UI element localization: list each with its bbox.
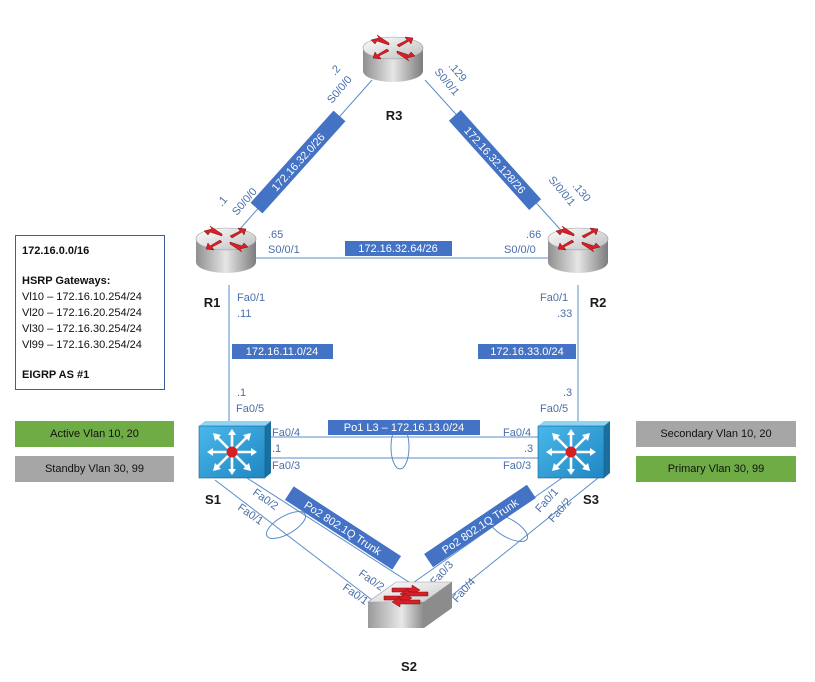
gateway-vl20: Vl20 – 172.16.20.254/24	[22, 307, 142, 319]
net-r3-r2: 172.16.32.128/26	[461, 125, 527, 197]
net-s3-s2: Po2 802.1Q Trunk	[440, 497, 521, 557]
r3-name: R3	[386, 108, 403, 123]
s2-name: S2	[401, 659, 417, 674]
r2-s001-label: S/0/0/1	[546, 174, 578, 208]
router-arrows-icon	[555, 225, 601, 253]
s1-fa01-label: Fa0/1	[235, 502, 265, 528]
s1-fa03-label: Fa0/3	[272, 460, 300, 472]
gateway-vl99: Vl99 – 172.16.30.254/24	[22, 339, 142, 351]
r1-fa01-ip: .11	[237, 308, 251, 320]
s1-fa05-label: Fa0/5	[236, 403, 264, 415]
r2-s000-ip: .66	[526, 229, 541, 241]
s1-fa05-ip: .1	[237, 387, 246, 399]
r1-s001-label: S0/0/1	[268, 244, 300, 256]
r2-fa01-label: Fa0/1	[540, 292, 568, 304]
l2-switch-arrows-icon	[383, 584, 429, 608]
link-s1-s2-fa02	[246, 477, 416, 587]
s1-active-badge: Active Vlan 10, 20	[15, 421, 174, 447]
s1-name: S1	[205, 492, 221, 507]
router-r2[interactable]	[547, 225, 609, 273]
po2-s1-bundle-ring	[265, 511, 307, 539]
s3-secondary-badge: Secondary Vlan 10, 20	[636, 421, 796, 447]
router-arrows-icon	[203, 225, 249, 253]
s3-po1-ip: .3	[524, 443, 533, 455]
s3-name: S3	[583, 492, 599, 507]
s2-fa02-label: Fa0/2	[356, 568, 386, 594]
s2-fa04-label: Fa0/4	[450, 576, 478, 605]
s1-fa02-label: Fa0/2	[250, 487, 280, 513]
switch-s3[interactable]	[537, 421, 610, 479]
s1-fa04-label: Fa0/4	[272, 427, 300, 439]
net-r3-r1: 172.16.32.0/26	[270, 131, 328, 194]
r2-s000-label: S0/0/0	[504, 244, 536, 256]
s1-po1-ip: .1	[272, 443, 281, 455]
r2-fa01-ip: .33	[557, 308, 572, 320]
interface-labels: .2 S0/0/0 .129 S0/0/1 .1 S0/0/0 .130 S/0…	[215, 60, 593, 607]
addressing-info-box: 172.16.0.0/16 HSRP Gateways: Vl10 – 172.…	[15, 235, 165, 390]
s3-fa04-label: Fa0/4	[503, 427, 531, 439]
gateway-vl10: Vl10 – 172.16.10.254/24	[22, 291, 142, 303]
net-s1-s3: Po1 L3 – 172.16.13.0/24	[344, 422, 465, 434]
r1-s001-ip: .65	[268, 229, 283, 241]
router-r1[interactable]	[195, 225, 257, 273]
s1-standby-badge: Standby Vlan 30, 99	[15, 456, 174, 482]
router-arrows-icon	[370, 34, 416, 62]
s3-fa03-label: Fa0/3	[503, 460, 531, 472]
s2-fa01-label: Fa0/1	[340, 582, 370, 608]
r2-name: R2	[590, 295, 607, 310]
s3-fa05-label: Fa0/5	[540, 403, 568, 415]
hsrp-heading: HSRP Gateways:	[22, 275, 111, 287]
r1-s000-ip: .1	[215, 194, 230, 209]
s3-primary-badge: Primary Vlan 30, 99	[636, 456, 796, 482]
link-s1-s2-fa01	[214, 479, 381, 607]
network-summary: 172.16.0.0/16	[22, 245, 90, 257]
r3-s000-label: S0/0/0	[325, 74, 355, 106]
switch-s2[interactable]	[367, 581, 453, 628]
gateway-vl30: Vl30 – 172.16.30.254/24	[22, 323, 142, 335]
net-r1-s1: 172.16.11.0/24	[246, 346, 319, 358]
net-s1-s2: Po2 802.1Q Trunk	[302, 499, 384, 558]
r1-name: R1	[204, 295, 221, 310]
links	[214, 79, 599, 607]
r3-s000-ip: .2	[328, 63, 343, 78]
router-r3[interactable]	[362, 34, 424, 82]
switch-s1[interactable]	[198, 421, 271, 479]
r1-fa01-label: Fa0/1	[237, 292, 265, 304]
net-r2-s3: 172.16.33.0/24	[490, 346, 563, 358]
s3-fa05-ip: .3	[563, 387, 572, 399]
net-r1-r2: 172.16.32.64/26	[358, 243, 438, 255]
eigrp-label: EIGRP AS #1	[22, 369, 90, 381]
network-labels: 172.16.32.0/26 172.16.32.128/26 172.16.3…	[232, 110, 576, 570]
